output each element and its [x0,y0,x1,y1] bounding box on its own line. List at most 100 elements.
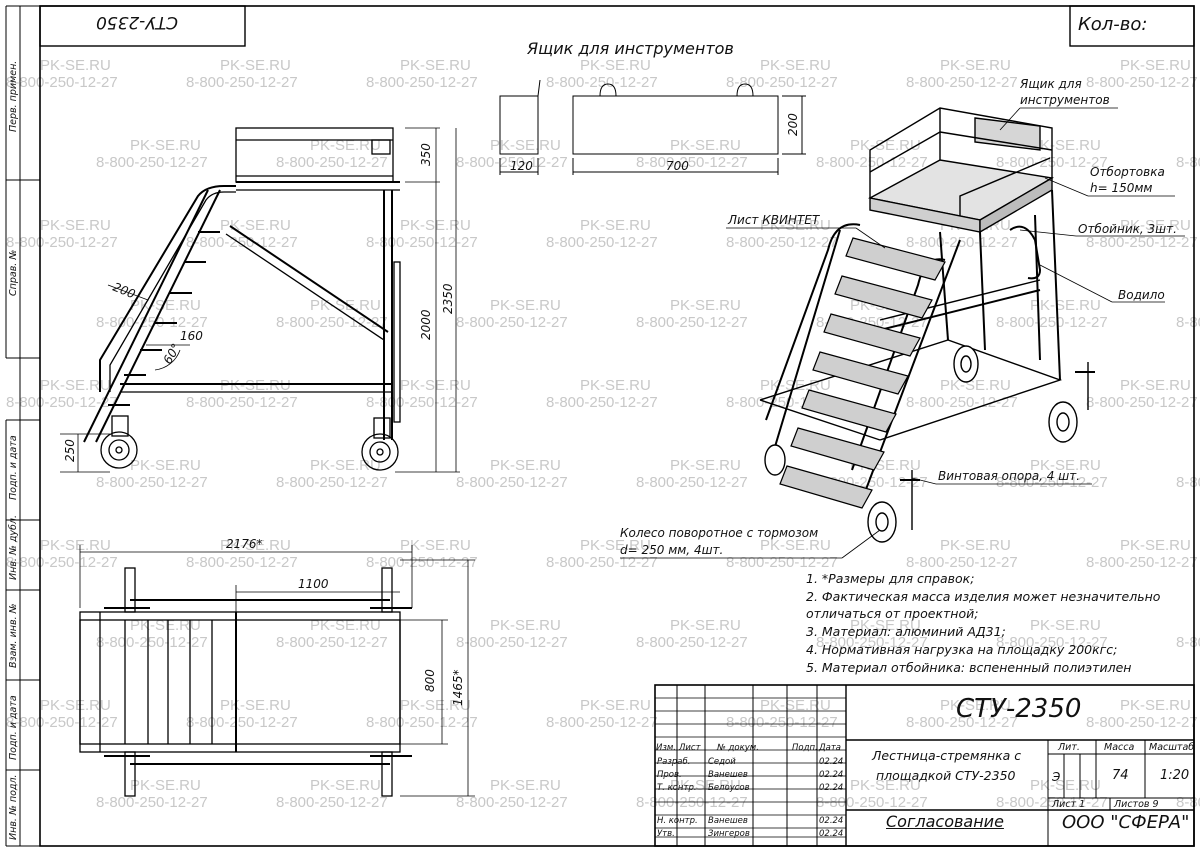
watermark-site: PK-SE.RU [220,57,291,74]
watermark-phone: 8-800-250-12-27 [636,314,748,331]
watermark-site: PK-SE.RU [400,377,471,394]
watermark-site: PK-SE.RU [940,697,1011,714]
watermark-phone: 8-800-250-12-27 [816,634,928,651]
iso-leaders [620,107,1185,559]
watermark-phone: 8-800-250-12-27 [276,314,388,331]
watermark-site: PK-SE.RU [490,777,561,794]
watermark-site: PK-SE.RU [40,217,111,234]
top-dim-platform-len: 1100 [298,577,329,591]
toolbox-views [499,79,806,175]
side-label-7: Инв. № подл. [8,774,19,840]
tb-scale-value: 1:20 [1160,768,1190,783]
iso-label-kick-h: h= 150мм [1090,181,1152,195]
rev-row-name: Белоусов [708,783,750,793]
iso-label-screw: Винтовая опора, 4 шт. [938,469,1080,483]
watermark-phone: 8-800-250-12-27 [906,234,1018,251]
watermark-phone: 8-800-250-12-27 [186,74,298,91]
tb-name-1: Лестница-стремянка с [872,748,1022,763]
watermark-site: PK-SE.RU [220,537,291,554]
watermark-site: PK-SE.RU [1030,457,1101,474]
top-view [79,567,412,797]
tb-company: ООО "СФЕРА" [1062,812,1190,833]
watermark-phone: 8-800-250-12-27 [906,74,1018,91]
side-label-3: Подп. и дата [8,435,19,500]
watermark-phone: 8-800-250-12-27 [996,474,1108,491]
watermark-phone: 8-800-250-12-27 [996,314,1108,331]
rev-row-date: 02.24 [819,770,844,780]
watermark-site: PK-SE.RU [760,537,831,554]
watermark-site: PK-SE.RU [940,537,1011,554]
watermark-site: PK-SE.RU [670,617,741,634]
watermark-phone: 8-800-250-12-27 [96,154,208,171]
toolbox-dim-height: 200 [786,113,800,136]
watermark-site: PK-SE.RU [850,777,921,794]
watermark-site: PK-SE.RU [1120,537,1191,554]
toolbox-dim-length: 700 [666,159,689,173]
watermark-phone: 8-800-250-12-27 [906,394,1018,411]
note-2b: отличаться от проектной; [806,606,979,621]
iso-label-kick: Отбортовка [1090,165,1165,179]
watermark-phone: 8-800-250-12-27 [186,554,298,571]
side-label-1: Перв. примен. [8,60,19,132]
watermark-site: PK-SE.RU [760,697,831,714]
qty-label: Кол-во: [1078,14,1148,35]
watermark-phone: 8-800-250-12-27 [96,794,208,811]
iso-label-bumper: Отбойник, 3шт. [1078,222,1177,236]
toolbox-title: Ящик для инструментов [526,39,734,58]
rev-row-date: 02.24 [819,829,844,839]
note-1: 1. *Размеры для справок; [806,571,975,586]
watermark-phone: 8-800-250-12-27 [726,234,838,251]
watermark-phone: 8-800-250-12-27 [546,234,658,251]
tb-sheets: Листов 9 [1114,799,1159,810]
iso-label-sheet: Лист КВИНТЕТ [727,213,821,227]
watermark-phone: 8-800-250-12-27 [96,474,208,491]
tb-col-lit: Лит. [1058,742,1080,753]
side-label-6: Подп. и дата [8,695,19,760]
watermark-phone: 8-800-250-12-27 [456,794,568,811]
watermark-phone: 8-800-250-12-27 [996,634,1108,651]
watermark-phone: 8-800-250-12-27 [276,474,388,491]
side-dim-rail: 350 [419,143,433,166]
watermark-site: PK-SE.RU [670,457,741,474]
tb-head-izm: Изм. [656,743,676,753]
watermark-phone: 8-800-250-12-27 [6,234,118,251]
tb-name-2: площадкой СТУ-2350 [876,768,1016,783]
watermark-site: PK-SE.RU [40,537,111,554]
note-5: 5. Материал отбойника: вспененный полиэт… [806,660,1132,675]
watermark-site: PK-SE.RU [400,697,471,714]
watermark-phone: 8-800-250-12-27 [546,714,658,731]
watermark-phone: 8-800-250-12-27 [456,634,568,651]
watermark-site: PK-SE.RU [850,137,921,154]
iso-label-toolbox-1: Ящик для [1019,77,1082,91]
rev-row-name: Зингеров [708,829,750,839]
rev-row-role: Н. контр. [657,816,698,826]
frame-border [39,5,1195,847]
watermark-site: PK-SE.RU [400,57,471,74]
note-2a: 2. Фактическая масса изделия может незна… [806,589,1161,604]
watermark-phone: 8-800-250-12-27 [276,794,388,811]
watermark-phone: 8-800-250-12-27 [636,794,748,811]
tb-head-sign: Подп. [792,743,818,753]
watermark-site: PK-SE.RU [490,297,561,314]
rev-row-role: Пров. [657,770,682,780]
watermark-site: PK-SE.RU [760,57,831,74]
watermark-site: PK-SE.RU [1030,297,1101,314]
side-view-dims [60,127,460,473]
watermark-site: PK-SE.RU [490,137,561,154]
watermark-site: PK-SE.RU [490,457,561,474]
iso-label-handle: Водило [1118,288,1165,302]
watermark-site: PK-SE.RU [310,297,381,314]
watermark-phone: 8-800-250-12-27 [186,234,298,251]
watermark-phone: 8-800-250-12-27 [366,554,478,571]
watermark-site: PK-SE.RU [310,777,381,794]
watermark-site: PK-SE.RU [130,777,201,794]
iso-label-wheel: Колесо поворотное с тормозом [620,526,818,540]
watermark-phone: 8-800-250-12-27 [456,154,568,171]
watermark-phone: 8-800-250-12-27 [546,394,658,411]
watermark-site: PK-SE.RU [1120,217,1191,234]
tb-head-doc: № докум. [717,743,759,753]
watermark-site: PK-SE.RU [580,377,651,394]
iso-label-wheel-d: d= 250 мм, 4шт. [620,543,723,557]
watermark-site: PK-SE.RU [310,617,381,634]
